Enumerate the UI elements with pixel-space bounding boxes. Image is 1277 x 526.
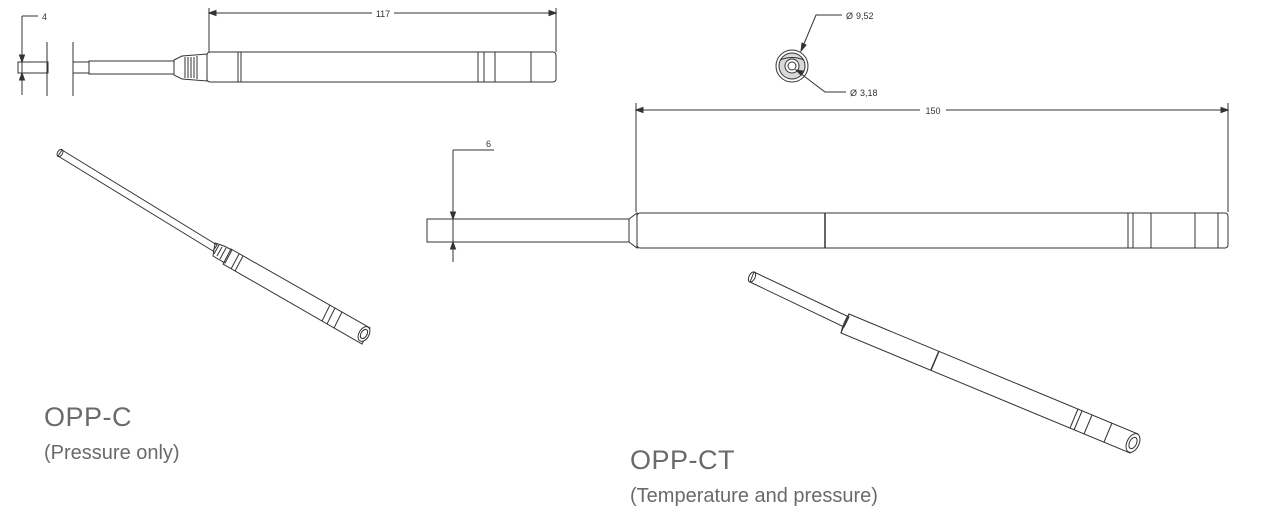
outer-diameter-label: 9,52 (856, 11, 874, 21)
outer-circle (775, 49, 809, 83)
opp-c-iso-shaft (57, 149, 218, 252)
opp-ct-isometric (747, 271, 1141, 454)
svg-text:Ø9,52: Ø9,52 (846, 11, 874, 21)
opp-c-side-view: 117 4 (17, 6, 558, 96)
opp-ct-description: (Temperature and pressure) (630, 485, 878, 507)
opp-c-description: (Pressure only) (44, 442, 180, 464)
opp-ct-length-label: 150 (925, 106, 940, 116)
opp-ct-body (636, 212, 1229, 249)
opp-ct-side-view: 150 6 (426, 103, 1230, 262)
opp-c-tip-label: 4 (42, 12, 47, 22)
opp-c-title: OPP-C (44, 402, 133, 432)
diameter-symbol: Ø (850, 88, 857, 98)
diameter-symbol: Ø (846, 11, 853, 21)
opp-c-tip-shaft (17, 61, 49, 74)
svg-text:Ø3,18: Ø3,18 (850, 88, 878, 98)
opp-ct-iso-body (840, 313, 1139, 454)
opp-c-iso-body (222, 248, 371, 345)
inner-diameter-label: 3,18 (860, 88, 878, 98)
opp-c-length-label: 117 (376, 9, 390, 19)
opp-c-body (206, 51, 557, 83)
opp-c-isometric (56, 148, 371, 345)
opp-c-thin-shaft (88, 60, 175, 75)
opp-ct-iso-shaft (749, 271, 850, 328)
opp-ct-tip-shaft (426, 218, 630, 243)
opp-ct-tip-label: 6 (486, 139, 491, 149)
opp-ct-title: OPP-CT (630, 445, 736, 475)
